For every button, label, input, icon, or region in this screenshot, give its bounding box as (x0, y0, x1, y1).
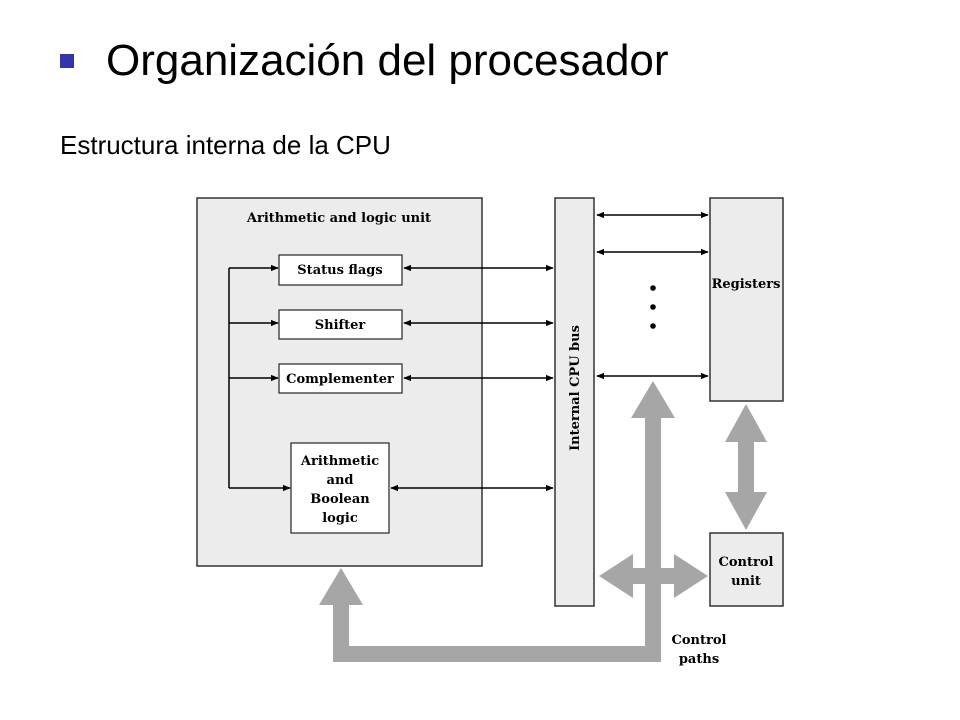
status-flags-label: Status flags (297, 263, 382, 278)
control-paths-label-2: paths (679, 652, 719, 667)
complementer-label: Complementer (286, 372, 394, 387)
status-flags-box (278, 254, 403, 286)
arith-boolean-label-2: and (327, 473, 354, 488)
internal-bus-box (554, 197, 595, 607)
shifter-box (278, 309, 403, 340)
shifter-label: Shifter (315, 318, 366, 333)
control-register-thick-arrow (725, 404, 767, 530)
slide-subtitle: Estructura interna de la CPU (60, 130, 391, 160)
complementer-box (278, 363, 403, 394)
registers-box (709, 197, 784, 402)
control-path-up-arrow (631, 381, 675, 662)
control-unit-box (709, 532, 784, 607)
control-path-bottom-bar (333, 646, 661, 662)
arith-boolean-label-1: Arithmetic (300, 454, 379, 469)
slide-title: Organización del procesador (106, 36, 669, 85)
internal-bus-label: Internal CPU bus (568, 325, 583, 451)
ellipsis-dot (650, 304, 656, 310)
arith-boolean-label-4: logic (322, 511, 358, 526)
control-path-alu-arrow (319, 568, 363, 662)
alu-label: Arithmetic and logic unit (246, 211, 431, 226)
arith-boolean-label-3: Boolean (310, 492, 370, 507)
ellipsis-dot (650, 285, 656, 291)
bullet-square-icon (60, 54, 74, 68)
ellipsis-dot (650, 323, 656, 329)
registers-label: Registers (712, 277, 781, 292)
arith-boolean-box (290, 442, 390, 534)
control-unit-label-2: unit (731, 574, 761, 589)
control-paths-label-1: Control (672, 633, 727, 648)
control-unit-label-1: Control (719, 555, 774, 570)
